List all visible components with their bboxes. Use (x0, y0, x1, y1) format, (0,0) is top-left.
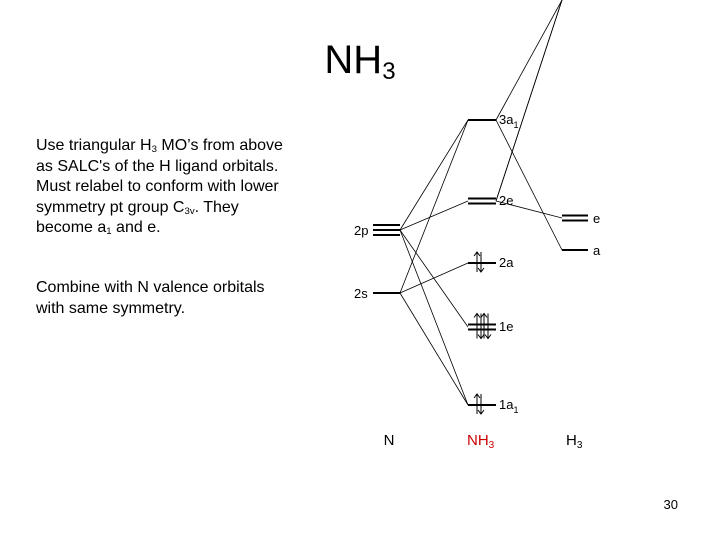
n-to-nh3-correlation-line (399, 229, 469, 406)
slide-title: NH3 (0, 38, 720, 85)
paragraph1-segment: and e. (111, 219, 161, 236)
column-label-h3: H3 (566, 432, 583, 451)
electron-down-arrowhead (484, 334, 492, 340)
h3-level-label: a (593, 243, 601, 258)
n-to-nh3-correlation-line (399, 119, 469, 294)
column-label-h3-subscript: 3 (577, 440, 583, 451)
page-number: 30 (663, 497, 678, 512)
paragraph1-segment: MO’s from above as SALC's of the H ligan… (36, 137, 283, 216)
nh3-level-label: 2a (499, 255, 514, 270)
nh3-to-h3-correlation-line (495, 200, 563, 219)
nh3-level-label: 1e (499, 319, 513, 334)
electron-up-arrowhead (473, 251, 481, 257)
h3-level-label: e (593, 211, 600, 226)
nh3-level-label-subscript: 1 (513, 405, 518, 415)
nh3-to-h3-correlation-line (495, 119, 563, 251)
paragraph1-segment: 1 (106, 226, 112, 238)
electron-down-arrowhead (477, 409, 485, 415)
electron-up-arrowhead (473, 312, 481, 318)
column-label-nh3: NH3 (467, 432, 495, 451)
n-to-nh3-correlation-line (399, 262, 469, 294)
nh3-level-label: 2e (499, 193, 513, 208)
title-main: NH (324, 38, 383, 82)
electron-down-arrowhead (477, 267, 485, 273)
electron-up-arrowhead (480, 312, 488, 318)
paragraph1-segment: 3v (184, 205, 195, 217)
n-level-label: 2s (354, 286, 368, 301)
paragraph1-segment: 3 (151, 144, 157, 156)
n-level-label: 2p (354, 223, 368, 238)
title-subscript: 3 (382, 58, 396, 85)
combine-paragraph: Combine with N valence orbitals with sam… (36, 278, 296, 319)
nh3-level-label-subscript: 1 (513, 120, 518, 130)
nh3-level-label: 3a1 (499, 112, 518, 130)
paragraph2-segment: Combine with N valence orbitals with sam… (36, 279, 265, 317)
nh3-level-label: 1a1 (499, 397, 518, 415)
paragraph1-segment: . They become a (36, 198, 239, 237)
energy-levels (373, 119, 588, 406)
level-labels: 2p 2s 3a1 2e 2a 1e 1a1 e aN NH3 H3 (354, 112, 601, 451)
explanation-paragraph: Use triangular H3 MO’s from above as SAL… (36, 136, 286, 239)
n-to-nh3-correlation-line (399, 292, 469, 406)
electrons (473, 251, 492, 415)
n-to-nh3-correlation-line (399, 119, 469, 231)
paragraph1-segment: Use triangular H (36, 137, 152, 154)
electron-down-arrowhead (477, 334, 485, 340)
nh3-to-h3-correlation-line (495, 0, 563, 121)
n-to-nh3-correlation-line (399, 200, 469, 231)
nh3-to-h3-correlation-line (495, 0, 563, 202)
correlation-lines (399, 0, 563, 406)
column-label-nh3-subscript: 3 (489, 440, 495, 451)
n-to-nh3-correlation-line (399, 229, 469, 328)
column-label-n: N (384, 432, 395, 449)
electron-up-arrowhead (473, 393, 481, 399)
